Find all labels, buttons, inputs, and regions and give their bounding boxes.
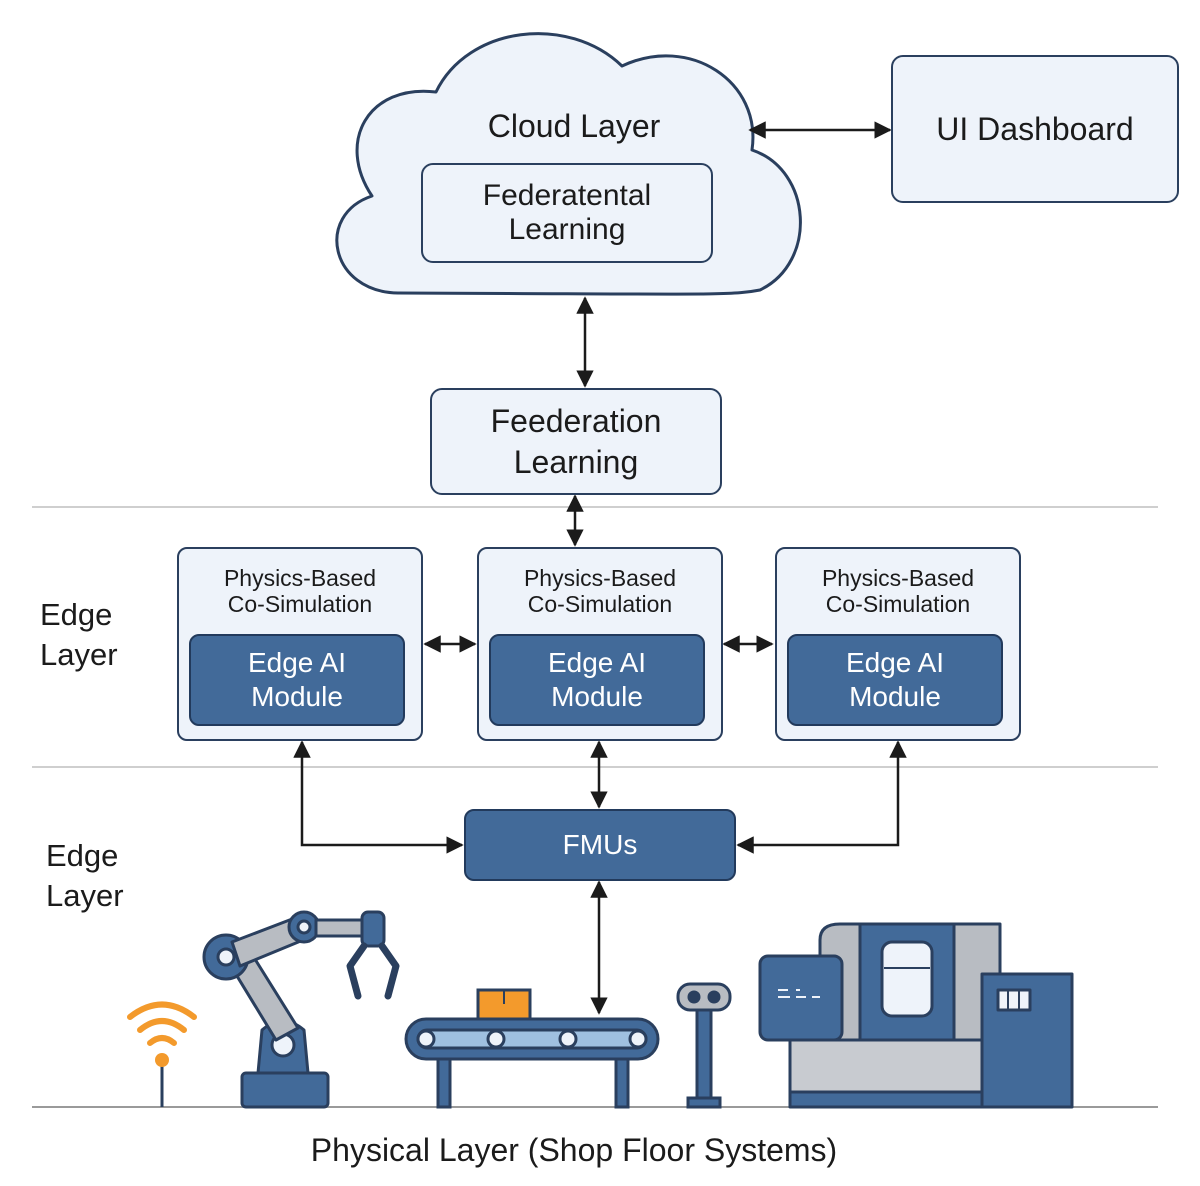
co-simulation-module-2: Physics-Based Co-Simulation Edge AI Modu… xyxy=(477,547,723,741)
physical-layer-caption-text: Physical Layer (Shop Floor Systems) xyxy=(310,1132,838,1168)
edge-ai-module-1: Edge AI Module xyxy=(189,634,405,726)
arrow-module3-fmus xyxy=(736,740,907,854)
wifi-signal-icon xyxy=(127,1001,197,1107)
edge-layer-label: Edge Layer xyxy=(40,597,118,672)
arrow-module1-fmus xyxy=(293,740,464,854)
federation-learning-box: Feederation Learning xyxy=(430,388,722,495)
cloud-layer-title: Cloud Layer xyxy=(440,106,708,146)
physical-layer-caption: Physical Layer (Shop Floor Systems) xyxy=(200,1130,948,1170)
edge-layer-label-line2: Layer xyxy=(40,636,118,672)
edge-ai-module-2-line2: Module xyxy=(551,681,643,712)
edge-ai-module-1-line1: Edge AI xyxy=(247,646,347,678)
edge-ai-module-2: Edge AI Module xyxy=(489,634,705,726)
cnc-machine-icon xyxy=(758,922,1074,1109)
edge-ai-module-2-line1: Edge AI xyxy=(547,646,647,678)
edge-layer-label-lower-line2: Layer xyxy=(46,877,124,913)
co-simulation-title-1-line2: Co-Simulation xyxy=(227,591,373,618)
federated-learning-box: Federatental Learning xyxy=(421,163,713,263)
fmus-label: FMUs xyxy=(562,828,638,860)
co-simulation-module-3: Physics-Based Co-Simulation Edge AI Modu… xyxy=(775,547,1021,741)
edge-ai-module-1-line2: Module xyxy=(251,681,343,712)
co-simulation-module-1: Physics-Based Co-Simulation Edge AI Modu… xyxy=(177,547,423,741)
edge-ai-module-3: Edge AI Module xyxy=(787,634,1003,726)
co-simulation-title-2-line1: Physics-Based xyxy=(523,565,677,591)
federated-learning-line1: Federatental xyxy=(482,178,652,212)
edge-ai-module-3-line1: Edge AI xyxy=(845,646,945,678)
robot-arm-icon xyxy=(202,910,400,1109)
cloud-layer-title-text: Cloud Layer xyxy=(487,108,661,144)
ui-dashboard-box: UI Dashboard xyxy=(891,55,1179,203)
edge-layer-label-line1: Edge xyxy=(40,597,113,632)
co-simulation-title-1: Physics-Based Co-Simulation xyxy=(224,565,376,618)
co-simulation-title-3: Physics-Based Co-Simulation xyxy=(822,565,974,618)
co-simulation-title-3-line2: Co-Simulation xyxy=(825,591,971,618)
federation-learning-line2: Learning xyxy=(513,443,639,480)
conveyor-belt-icon xyxy=(404,988,660,1109)
co-simulation-title-1-line1: Physics-Based xyxy=(223,565,377,591)
ui-dashboard-label: UI Dashboard xyxy=(936,110,1134,147)
federated-learning-line2: Learning xyxy=(508,213,626,246)
fmus-box: FMUs xyxy=(464,809,736,881)
edge-layer-label-lower: Edge Layer xyxy=(46,838,124,913)
federation-learning-line1: Feederation xyxy=(490,402,662,439)
co-simulation-title-3-line1: Physics-Based xyxy=(821,565,975,591)
sensor-icon xyxy=(676,982,732,1109)
edge-layer-label-lower-line1: Edge xyxy=(46,838,119,873)
edge-ai-module-3-line2: Module xyxy=(849,681,941,712)
co-simulation-title-2: Physics-Based Co-Simulation xyxy=(524,565,676,618)
co-simulation-title-2-line2: Co-Simulation xyxy=(527,591,673,618)
